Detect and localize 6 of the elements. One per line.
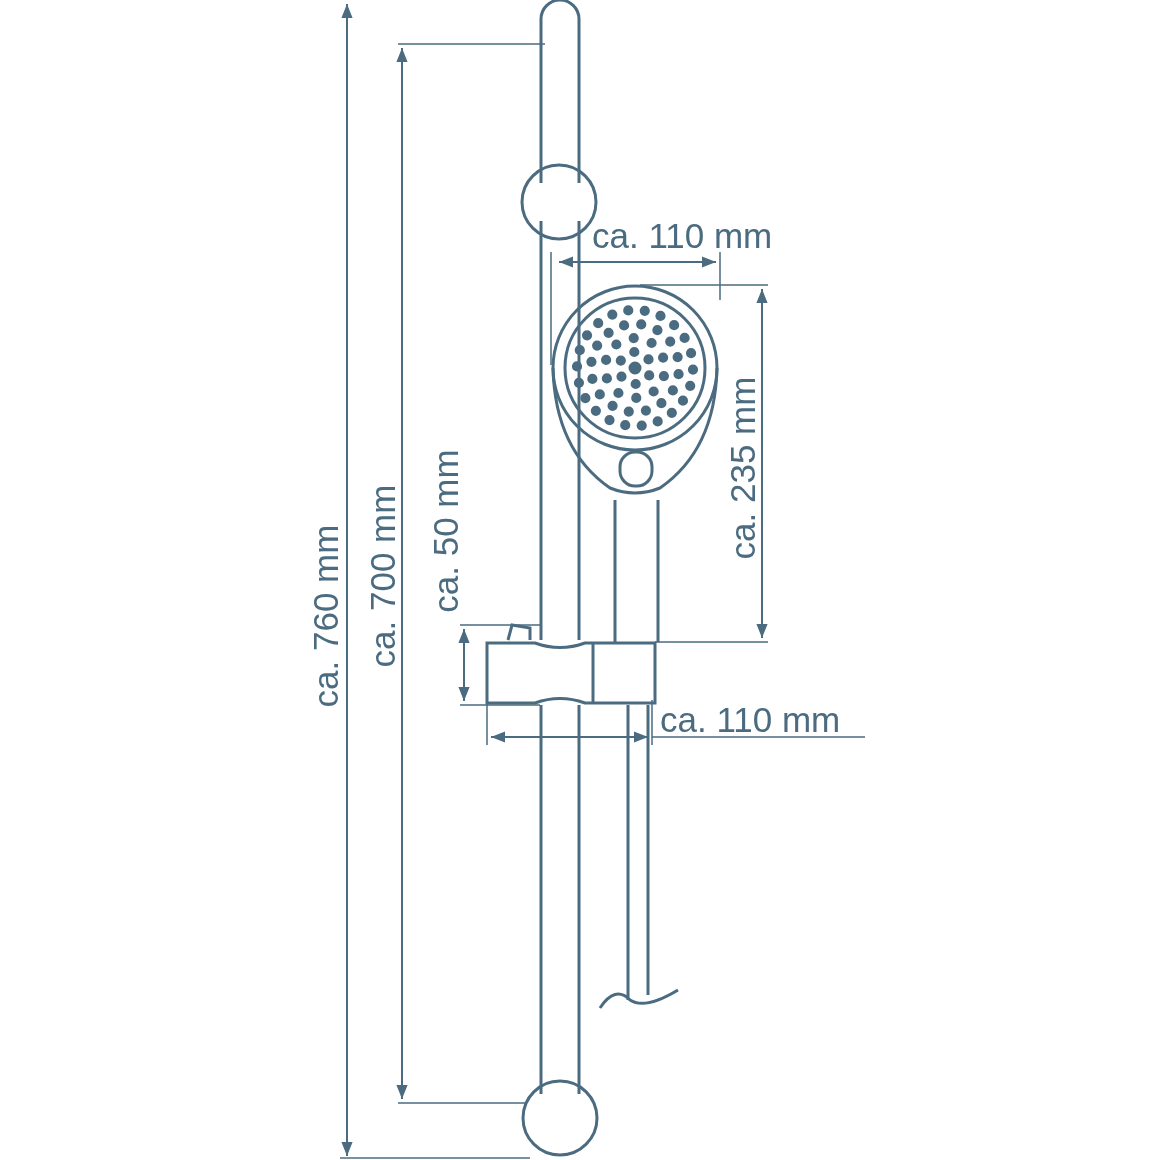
dimension-label: ca. 110 mm [660,702,841,737]
dimension-label: ca. 700 mm [364,484,400,668]
dimension-label: ca. 50 mm [427,449,463,613]
dimension-label: ca. 760 mm [307,524,343,708]
dimension-label: ca. 110 mm [592,218,773,253]
dimension-label: ca. 235 mm [724,376,760,560]
